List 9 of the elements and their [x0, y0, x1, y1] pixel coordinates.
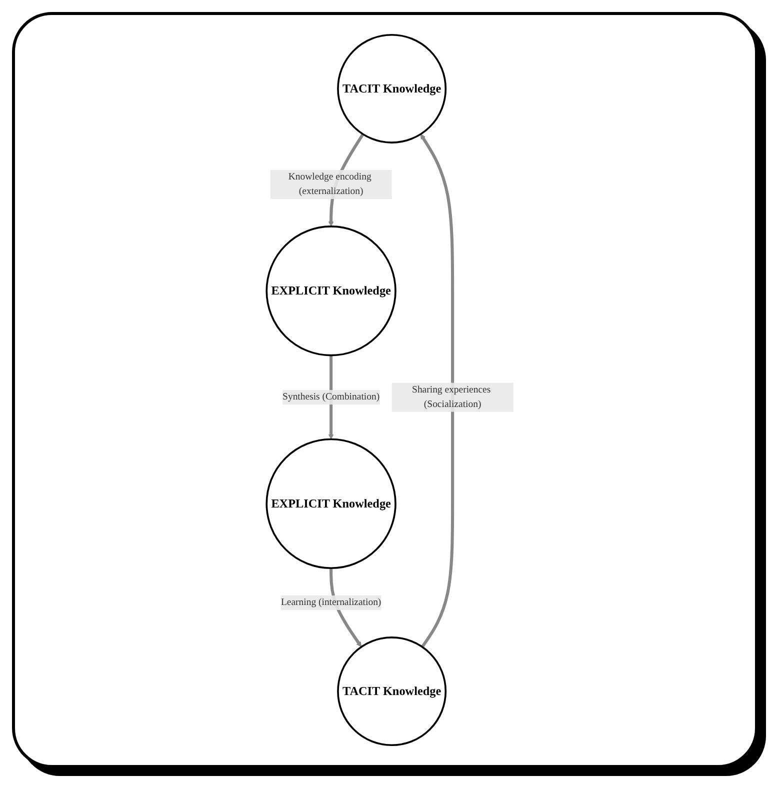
edge-label: Learning (internalization): [280, 597, 382, 608]
node-circle: TACIT Knowledge: [337, 34, 447, 144]
edge-label: Knowledge encoding (externalization): [288, 172, 372, 197]
node-circle: EXPLICIT Knowledge: [266, 438, 396, 570]
edge-label: Sharing experiences (Socialization): [412, 384, 491, 410]
edge-label: Synthesis (Combination): [282, 392, 380, 402]
node-circle: TACIT Knowledge: [337, 636, 447, 746]
node-circle: EXPLICIT Knowledge: [266, 226, 396, 356]
arrow: [420, 134, 454, 648]
